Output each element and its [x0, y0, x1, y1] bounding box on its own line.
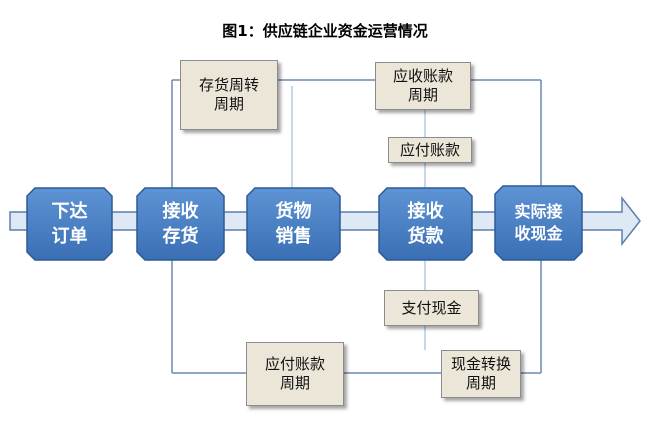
node-receive-inventory: 接收 存货	[162, 201, 199, 247]
node-shape-sell-goods	[246, 187, 341, 261]
node-shape-place-order	[26, 187, 113, 261]
node-shape-actual-cash-receipt	[494, 185, 583, 261]
node-shape-receive-inventory	[136, 187, 225, 261]
box-cash-conversion-period: 现金转换 周期	[441, 350, 521, 398]
node-receive-payment: 接收 货款	[407, 201, 444, 247]
diagram-title: 图1：供应链企业资金运营情况	[222, 22, 428, 40]
node-sell-goods: 货物 销售	[275, 201, 312, 247]
box-pay-cash: 支付现金	[384, 290, 479, 326]
box-payables-period: 应付账款 周期	[246, 342, 344, 406]
node-actual-cash-receipt: 实际接 收现金	[514, 202, 563, 243]
box-accounts-payable: 应付账款	[388, 137, 472, 163]
box-receivables-period: 应收账款 周期	[375, 62, 471, 110]
box-inventory-turnover-period: 存货周转 周期	[180, 60, 278, 130]
node-place-order: 下达 订单	[51, 201, 88, 247]
node-shape-receive-payment	[378, 187, 473, 261]
